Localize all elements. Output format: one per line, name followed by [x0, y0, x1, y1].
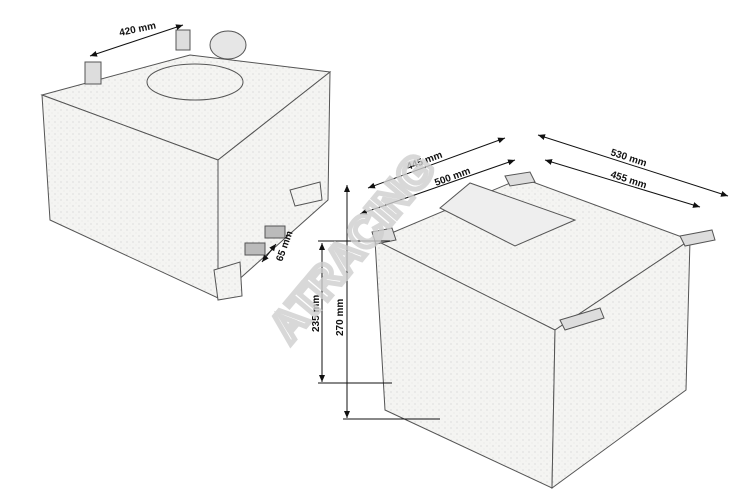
right-tank: [371, 171, 716, 489]
dim-235: 235 mm: [311, 295, 322, 332]
left-tank: [40, 29, 332, 301]
right-dimensions: [318, 134, 729, 420]
dim-420: 420 mm: [118, 20, 157, 39]
dim-455: 455 mm: [609, 169, 648, 191]
dim-270: 270 mm: [335, 299, 346, 336]
left-dimensions: [89, 24, 277, 263]
dim-530: 530 mm: [609, 147, 648, 169]
